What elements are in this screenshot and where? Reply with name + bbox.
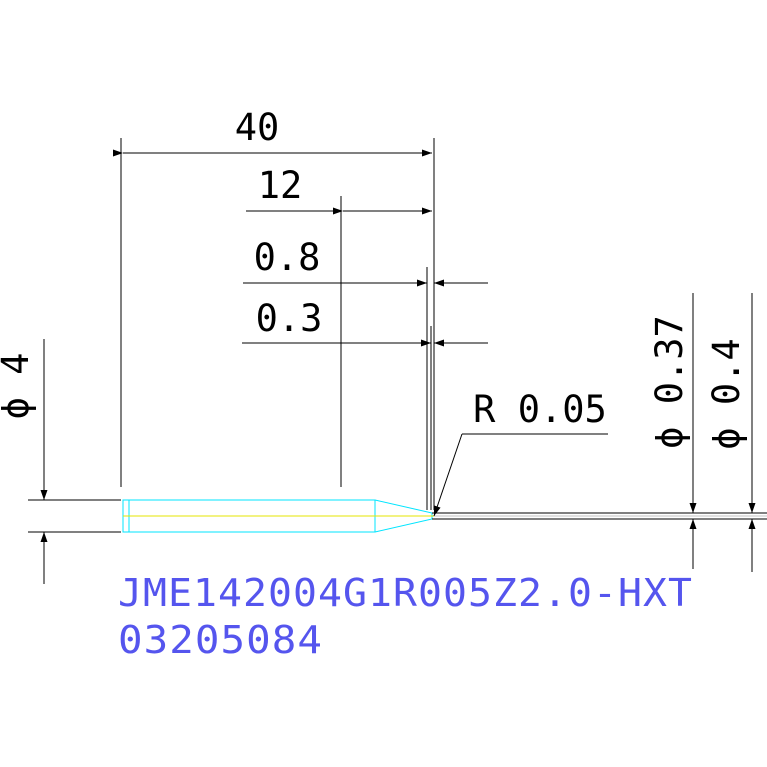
part-identification: JME142004G1R005Z2.0-HXT 03205084 [118,571,693,662]
part-model-number: JME142004G1R005Z2.0-HXT [118,571,693,615]
tool-body [122,499,767,533]
dim-overall-length: 40 [235,106,280,149]
dimension-labels: 40 12 0.8 0.3 R 0.05 ϕ 4 ϕ 0.37 ϕ 0.4 [0,106,748,450]
dim-neck-diameter: ϕ 0.37 [648,315,691,449]
neck-outline [432,512,767,520]
dim-tip-length-outer: 0.8 [254,236,321,279]
dim-corner-radius: R 0.05 [473,388,607,431]
dimension-lines [40,149,756,584]
extension-lines [28,138,435,533]
dim-cutting-diameter: ϕ 0.4 [705,338,748,449]
dim-tip-length-inner: 0.3 [256,297,323,340]
part-serial-number: 03205084 [118,618,323,662]
radius-leader-arrow [433,433,463,517]
dim-neck-length: 12 [258,164,303,207]
dim-shank-diameter: ϕ 4 [0,353,37,420]
